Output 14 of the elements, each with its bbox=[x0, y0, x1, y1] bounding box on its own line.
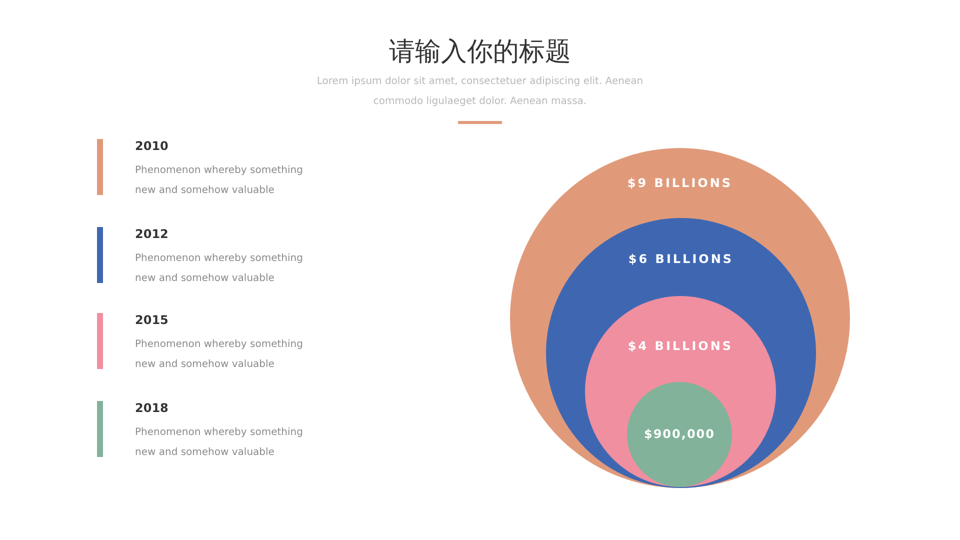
value-label: $900,000 bbox=[642, 426, 716, 440]
description: Phenomenon whereby something new and somehow valuable bbox=[135, 338, 304, 372]
description: Phenomenon whereby something new and somehow valuable bbox=[135, 426, 304, 460]
legend-label: 2018 bbox=[135, 401, 168, 415]
value-label: $9 BILLIONS bbox=[626, 176, 734, 190]
legend-label: 2010 bbox=[135, 139, 168, 153]
description: Phenomenon whereby something new and somehow valuable bbox=[135, 252, 304, 286]
legend-label: 2012 bbox=[135, 227, 168, 241]
description: Phenomenon whereby something new and somehow valuable bbox=[135, 164, 304, 198]
subtitle: Lorem ipsum dolor sit amet, consectetuer adipiscing elit. Aenean commodo ligulaeget dolor. Aenean massa. bbox=[316, 75, 644, 109]
value-label: $4 BILLIONS bbox=[626, 339, 734, 353]
title: 请输入你的标题 bbox=[388, 36, 572, 69]
value-label: $6 BILLIONS bbox=[627, 252, 735, 266]
legend-label: 2015 bbox=[135, 313, 168, 327]
